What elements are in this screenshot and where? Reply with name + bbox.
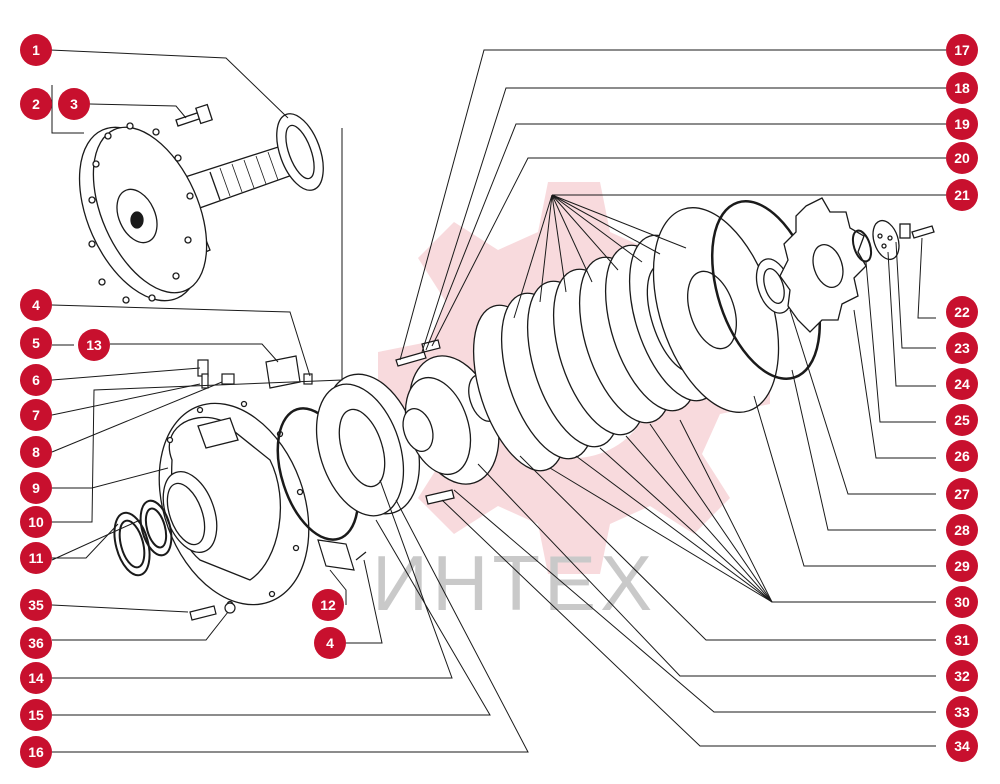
callout-label: 26 — [954, 448, 970, 464]
callout-label: 19 — [954, 116, 970, 132]
callout-25 — [946, 404, 978, 436]
callout-11 — [20, 542, 52, 574]
callout-label: 25 — [954, 412, 970, 428]
gear-hub — [402, 355, 500, 505]
callout-label: 11 — [29, 550, 44, 566]
callout-7 — [20, 399, 52, 431]
callout-4-lower — [314, 627, 346, 659]
callout-12 — [312, 589, 344, 621]
callout-label: 7 — [32, 407, 40, 423]
callout-label: 21 — [954, 187, 970, 203]
callout-label: 35 — [28, 597, 44, 613]
callout-label: 10 — [28, 514, 44, 530]
callout-22 — [946, 296, 978, 328]
callout-34 — [946, 730, 978, 762]
leader-lines — [49, 49, 946, 753]
callout-label: 30 — [954, 594, 970, 610]
callout-label: 12 — [320, 597, 336, 613]
cover — [652, 207, 793, 413]
callout-15 — [20, 699, 52, 731]
callout-label: 27 — [954, 486, 970, 502]
callout-label: 15 — [28, 707, 44, 723]
callout-label: 16 — [28, 744, 44, 760]
callout-label: 9 — [32, 480, 40, 496]
callout-4 — [20, 289, 52, 321]
callout-33 — [946, 696, 978, 728]
callout-13 — [78, 329, 110, 361]
callout-30 — [946, 586, 978, 618]
callout-17 — [946, 34, 978, 66]
piston — [315, 373, 421, 517]
callout-31 — [946, 624, 978, 656]
callout-label: 5 — [32, 335, 40, 351]
callout-29 — [946, 550, 978, 582]
callout-14 — [20, 662, 52, 694]
callout-label: 18 — [954, 80, 970, 96]
end-parts — [851, 219, 935, 263]
callout-label: 36 — [28, 635, 44, 651]
callout-5 — [20, 327, 52, 359]
callout-label: 32 — [954, 668, 970, 684]
callout-label: 8 — [32, 444, 40, 460]
callout-16 — [20, 736, 52, 768]
callout-6 — [20, 364, 52, 396]
callout-24 — [946, 368, 978, 400]
callout-label: 2 — [32, 96, 40, 112]
small-parts — [197, 355, 313, 389]
callout-18 — [946, 72, 978, 104]
callout-28 — [946, 514, 978, 546]
callout-label: 14 — [28, 670, 44, 686]
callout-3 — [58, 88, 90, 120]
callout-1 — [20, 34, 52, 66]
plate-and-pins — [189, 539, 367, 621]
housing — [158, 400, 310, 608]
callout-36 — [20, 627, 52, 659]
watermark-text: ИНТЕХ — [372, 539, 656, 627]
callout-label: 4 — [326, 635, 334, 651]
callout-2 — [20, 88, 52, 120]
callout-label: 20 — [954, 150, 970, 166]
callout-32 — [946, 660, 978, 692]
callout-label: 33 — [954, 704, 970, 720]
sprocket — [779, 197, 867, 333]
callout-23 — [946, 332, 978, 364]
callout-label: 29 — [954, 558, 970, 574]
callout-label: 28 — [954, 522, 970, 538]
callout-10 — [20, 506, 52, 538]
callout-20 — [946, 142, 978, 174]
seal-rings — [113, 499, 173, 577]
callout-label: 22 — [954, 304, 970, 320]
callout-27 — [946, 478, 978, 510]
callout-35 — [20, 589, 52, 621]
callout-21 — [946, 179, 978, 211]
callout-19 — [946, 108, 978, 140]
callout-label: 24 — [954, 376, 970, 392]
callout-labels: 1 2 3 4 5 6 7 8 9 10 11 12 13 14 15 16 1… — [28, 42, 970, 760]
clutch-disc-stack — [472, 234, 724, 472]
callout-26 — [946, 440, 978, 472]
callout-label: 3 — [70, 96, 78, 112]
flange-shaft — [78, 103, 324, 304]
callout-label: 6 — [32, 372, 40, 388]
callout-label: 4 — [32, 297, 40, 313]
callout-9 — [20, 472, 52, 504]
callout-label: 34 — [954, 738, 970, 754]
callout-label: 13 — [86, 337, 102, 353]
callout-8 — [20, 436, 52, 468]
callout-badges — [20, 34, 978, 768]
callout-label: 17 — [954, 42, 970, 58]
callout-label: 23 — [954, 340, 970, 356]
callout-label: 1 — [32, 42, 40, 58]
callout-label: 31 — [954, 632, 970, 648]
